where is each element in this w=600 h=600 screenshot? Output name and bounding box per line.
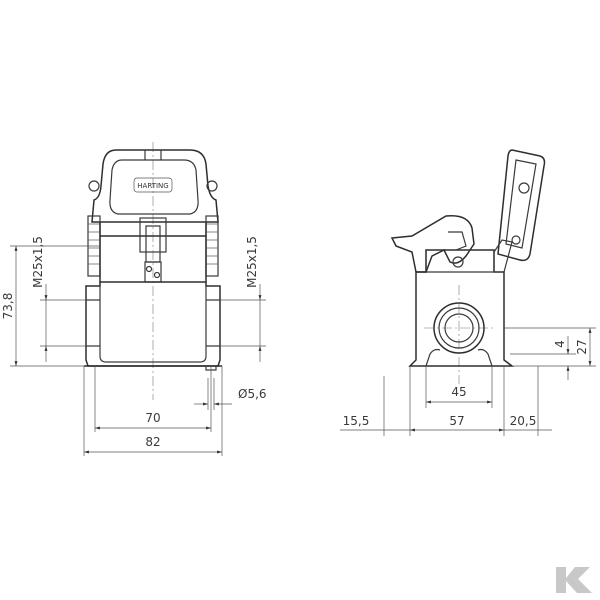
front-thread-right (206, 299, 220, 347)
side-open-lid-inner (505, 159, 537, 249)
front-view: HARTING (1, 142, 267, 456)
front-lid-notch (144, 150, 162, 160)
front-lid-inner (109, 159, 199, 215)
front-lid-ear-right (206, 180, 218, 192)
dim-57: 57 (449, 414, 464, 428)
dim-20-5: 20,5 (510, 414, 537, 428)
side-housing-inner (425, 250, 495, 273)
front-housing-inner (99, 286, 207, 363)
front-lever-right (205, 215, 219, 277)
front-center-latch (139, 217, 167, 253)
side-lever-pivot (452, 256, 464, 268)
dim-82: 82 (145, 435, 160, 449)
front-screw-1 (145, 265, 153, 273)
side-open-lid (497, 149, 546, 262)
dim-thread-right: M25x1,5 (245, 236, 259, 288)
side-cable-entry-inner (444, 313, 474, 343)
front-lid-label-box (133, 177, 173, 193)
side-lid-arm (493, 239, 513, 273)
dim-15-5: 15,5 (343, 414, 370, 428)
dim-27: 27 (575, 339, 589, 354)
side-lever (390, 215, 475, 273)
front-lid-marking: HARTING (137, 182, 168, 190)
side-lever-detail (448, 231, 467, 251)
front-lid-ear-left (88, 180, 100, 192)
side-lid-pivot (511, 235, 521, 245)
dim-45: 45 (451, 385, 466, 399)
side-view: 45 15,5 57 20,5 27 4 (340, 149, 596, 436)
side-lid-hinge (518, 182, 530, 194)
side-cable-entry-mid (438, 307, 480, 349)
dim-4: 4 (553, 340, 567, 348)
side-cable-entry-outer (433, 302, 485, 354)
side-base-feet (425, 348, 493, 367)
front-thread-left (86, 299, 100, 347)
dim-hole-diameter: Ø5,6 (238, 387, 267, 401)
dim-thread-left: M25x1,5 (31, 236, 45, 288)
front-screw-2 (153, 271, 161, 279)
front-housing-top (99, 222, 207, 282)
dim-70: 70 (145, 411, 160, 425)
k-logo-icon (556, 567, 592, 593)
dim-73-8: 73,8 (1, 293, 15, 320)
